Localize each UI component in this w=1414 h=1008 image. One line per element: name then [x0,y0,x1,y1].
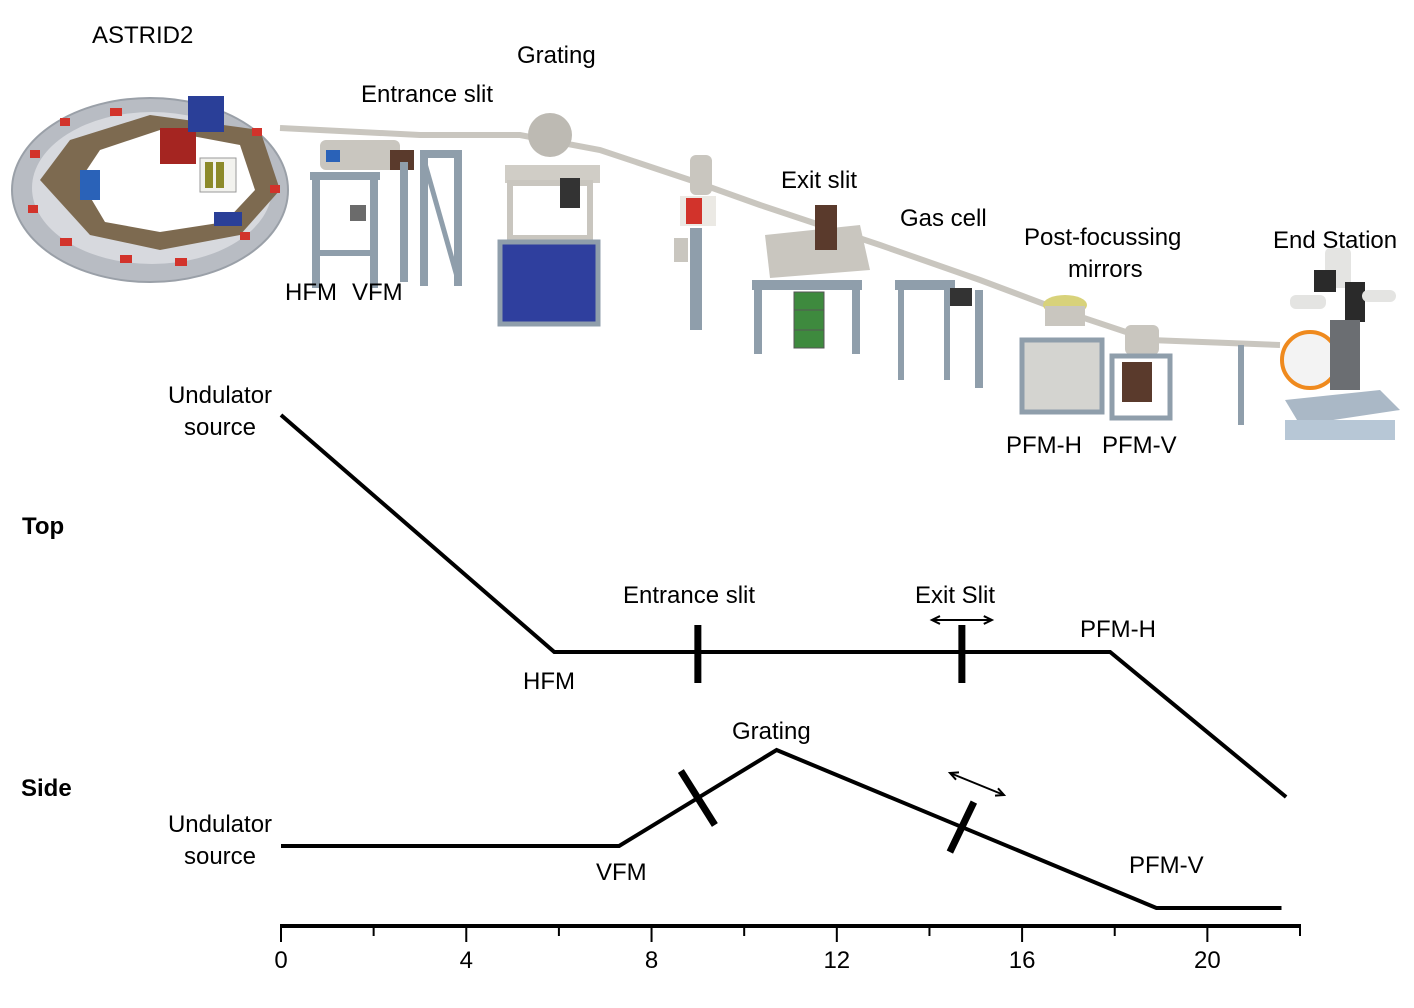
tick-label: 8 [645,947,658,974]
arrow-shaft [949,772,1005,796]
tick-label: 12 [823,947,850,974]
top-entrance-slit-label: Entrance slit [623,582,756,609]
top-exit-slit-double-arrow [929,615,995,625]
grating-rendering-label: Grating [517,42,596,69]
mirrors-label: mirrors [1068,256,1143,283]
arrow-head [929,615,941,625]
side-entrance-slit-mark [677,769,718,827]
tick-label: 4 [460,947,473,974]
side-exit-slit-mark [946,800,978,854]
pfm-v-rendering-label: PFM-V [1102,432,1177,459]
distance-axis: 0 4 8 12 16 20 [274,924,1301,974]
top-exit-slit-label: Exit Slit [915,582,996,609]
top-pfm-h-label: PFM-H [1080,616,1156,643]
end-station-label: End Station [1273,227,1398,254]
entrance-slit-rendering-label: Entrance slit [361,81,494,108]
side-view-title: Side [21,775,72,802]
top-source-label-line2: source [183,414,257,441]
pfm-h-rendering-label: PFM-H [1006,432,1082,459]
top-view-title: Top [22,513,65,540]
side-source-label-line1: Undulator [167,811,273,838]
arrow-head [994,787,1007,797]
arrow-head [947,771,960,781]
gas-cell-assembly [895,280,983,388]
grating-assembly [497,113,601,327]
side-vfm-label: VFM [596,859,647,886]
beam-pipe [279,125,1281,348]
top-source-label-line1: Undulator [167,382,273,409]
post-focussing-mirrors-assembly [1019,295,1244,425]
post-focussing-label: Post-focussing [1024,224,1182,251]
valve-chamber [674,155,716,330]
vfm-rendering-label: VFM [352,279,403,306]
tick-label: 16 [1009,947,1036,974]
top-hfm-label: HFM [523,668,575,695]
astrid2-storage-ring [11,96,289,283]
top-view-beam-path [279,413,1288,799]
hfm-vfm-assembly [310,140,462,288]
exit-slit-rendering-label: Exit slit [781,167,858,194]
beamline-rendering [11,96,1400,440]
end-station-assembly [1280,248,1400,440]
side-exit-slit-double-arrow [947,771,1007,797]
side-view-beam-path [281,747,1282,910]
side-pfm-v-label: PFM-V [1129,852,1204,879]
side-source-label-line2: source [183,843,257,870]
tick-label: 20 [1194,947,1221,974]
exit-slit-assembly [752,205,870,354]
tick-label: 0 [274,947,287,974]
side-grating-label: Grating [732,718,811,745]
arrow-head [983,615,995,625]
hfm-rendering-label: HFM [285,279,337,306]
gas-cell-rendering-label: Gas cell [900,205,987,232]
astrid2-label: ASTRID2 [92,22,194,49]
